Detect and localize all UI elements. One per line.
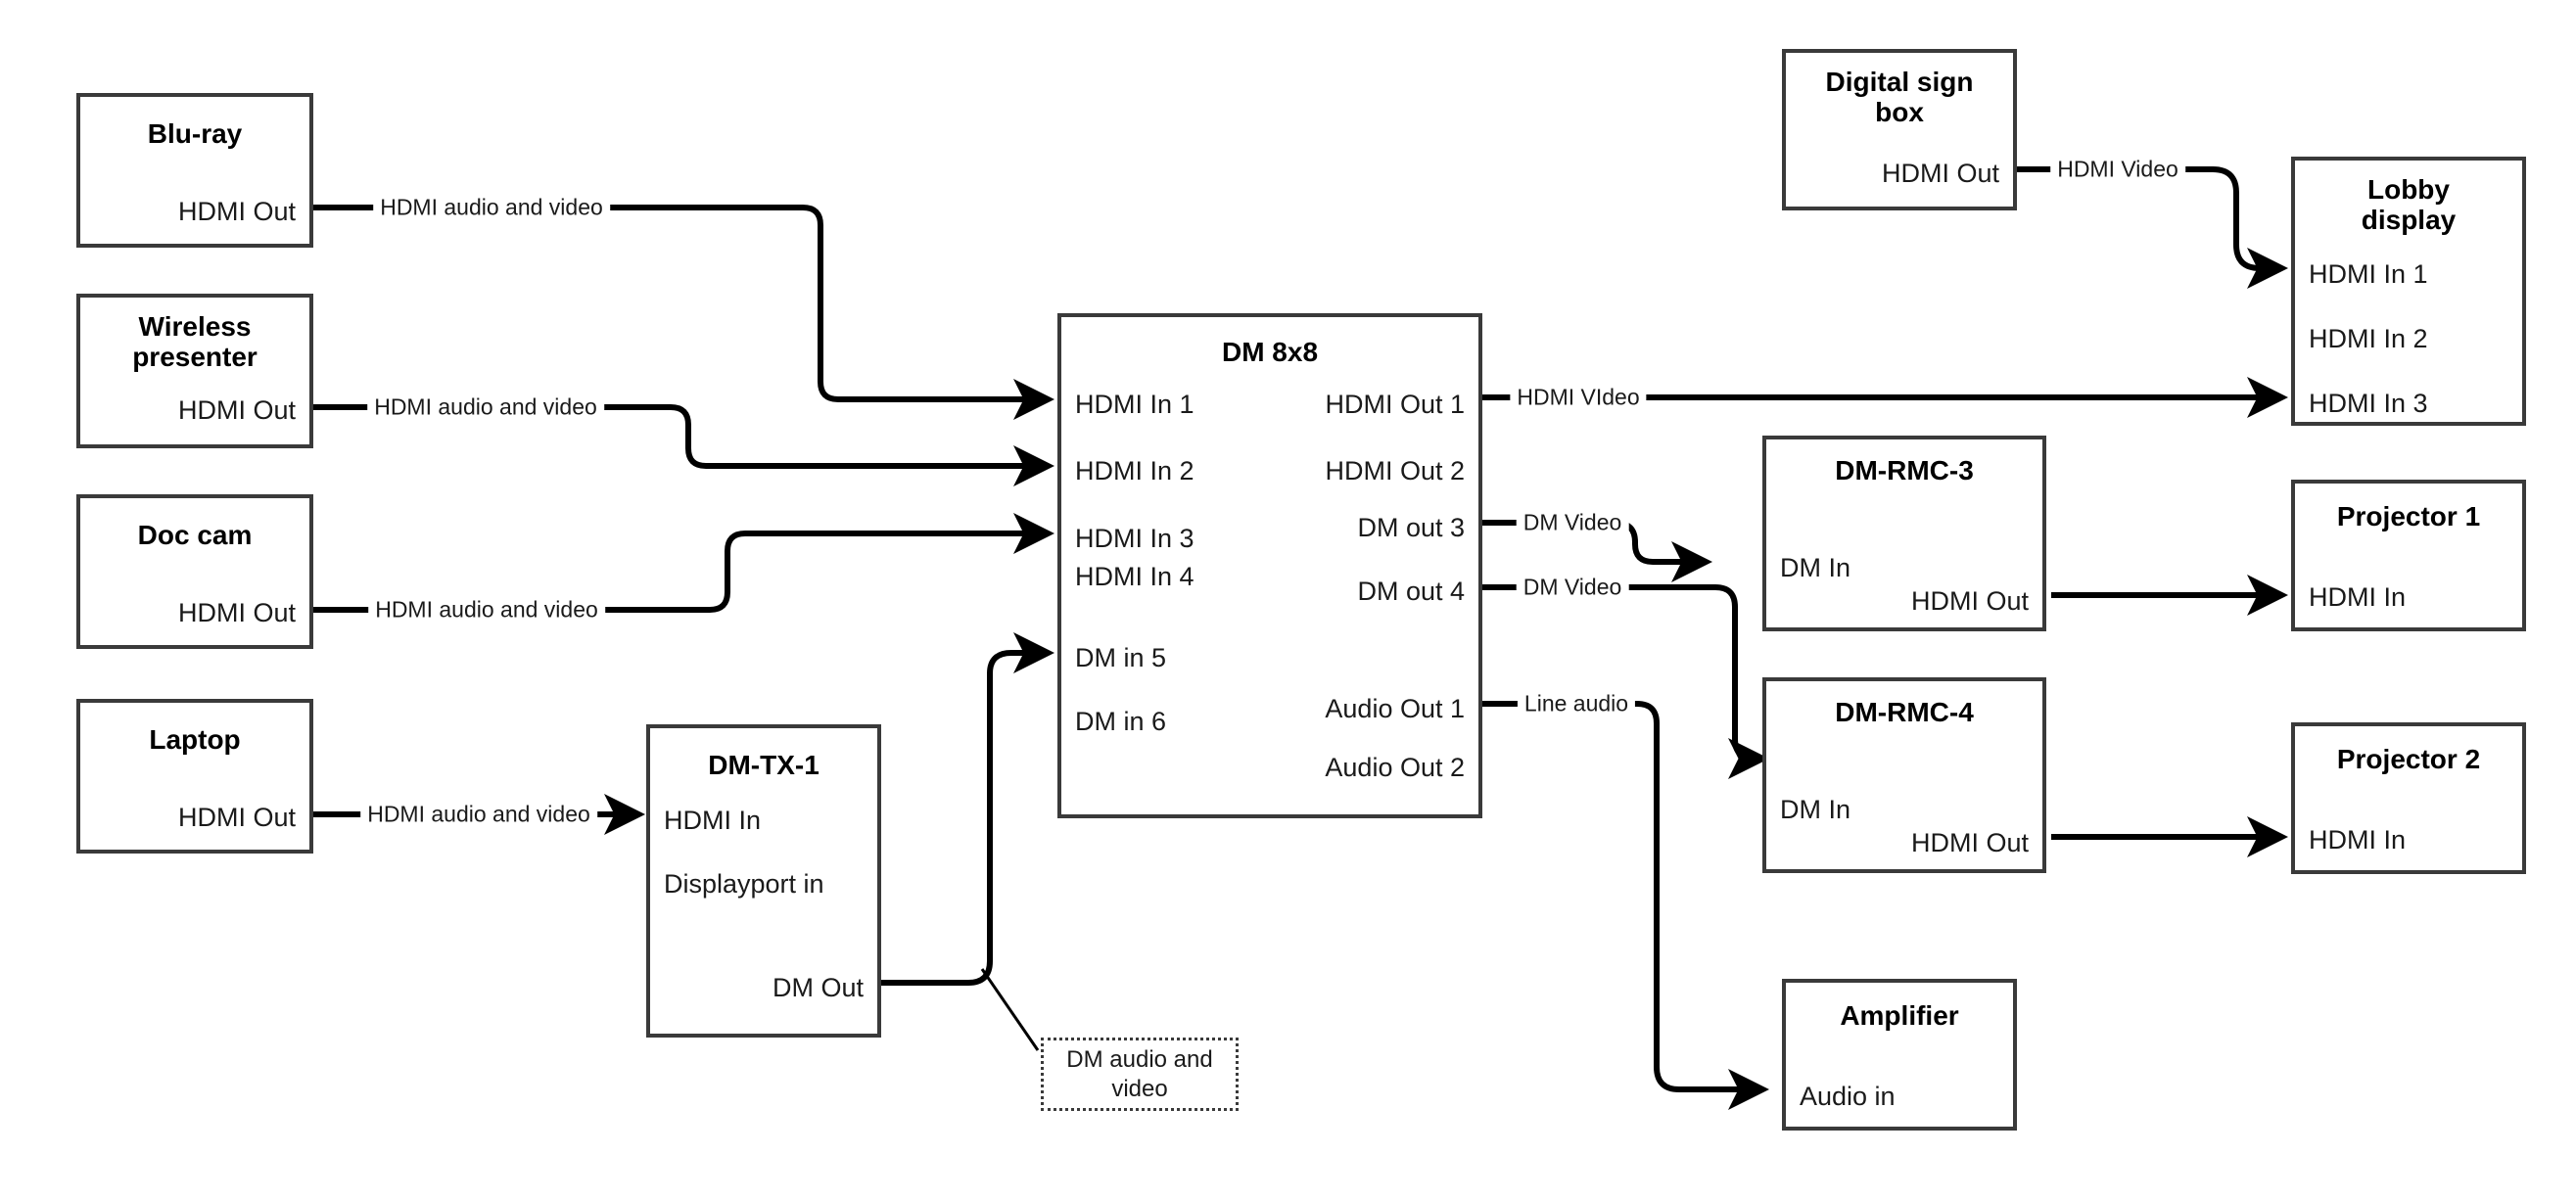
node-dm-8x8-input-hdmi-in-2: HDMI In 2	[1075, 456, 1194, 485]
node-dm-rmc-3-port-hdmi-out: HDMI Out	[1910, 586, 2029, 616]
node-bluray-port-hdmi-out: HDMI Out	[177, 197, 296, 226]
node-dm-tx-1-port-displayport-in: Displayport in	[664, 869, 824, 899]
node-dm-rmc-4[interactable]: DM-RMC-4 DM In HDMI Out	[1762, 677, 2046, 873]
edge-label-digitalsign-hdmi-video: HDMI Video	[2050, 156, 2185, 183]
edge-label-dm8x8-hdmi-video: HDMI VIdeo	[1510, 384, 1647, 411]
node-wireless-presenter-port-hdmi-out: HDMI Out	[177, 395, 296, 425]
node-amplifier-title: Amplifier	[1840, 1000, 1959, 1031]
edge-label-laptop-hdmi: HDMI audio and video	[360, 801, 597, 828]
node-laptop-port-hdmi-out: HDMI Out	[177, 803, 296, 832]
node-lobby-display-title: Lobby display	[2361, 174, 2457, 236]
node-digital-sign-box[interactable]: Digital sign box HDMI Out	[1782, 49, 2017, 210]
edge-label-line-audio: Line audio	[1517, 690, 1636, 717]
node-digital-sign-box-title: Digital sign box	[1825, 67, 1974, 128]
node-doc-cam[interactable]: Doc cam HDMI Out	[76, 494, 313, 649]
node-doc-cam-port-hdmi-out: HDMI Out	[177, 598, 296, 627]
edge-wireless-to-dm8x8	[313, 404, 1054, 486]
edge-doccam-to-dm8x8	[313, 513, 1054, 613]
node-lobby-display-port-hdmi-in-3: HDMI In 3	[2309, 389, 2428, 418]
edge-bluray-to-dm8x8	[313, 205, 1054, 420]
node-dm-rmc-4-title: DM-RMC-4	[1835, 697, 1974, 727]
node-amplifier-port-audio-in: Audio in	[1800, 1082, 1896, 1111]
node-laptop-title: Laptop	[149, 724, 241, 755]
node-dm-rmc-4-port-dm-in: DM In	[1780, 795, 1851, 824]
node-projector-1[interactable]: Projector 1 HDMI In	[2291, 480, 2526, 631]
node-dm-tx-1-title: DM-TX-1	[708, 750, 820, 780]
node-dm-8x8-input-hdmi-in-1: HDMI In 1	[1075, 390, 1194, 419]
node-bluray-title: Blu-ray	[147, 118, 243, 149]
node-dm-8x8-output-audio-out-2: Audio Out 2	[1325, 753, 1465, 782]
node-dm-8x8-input-dm-in-5: DM in 5	[1075, 643, 1167, 672]
node-dm-8x8-input-dm-in-6: DM in 6	[1075, 707, 1167, 736]
node-projector-2[interactable]: Projector 2 HDMI In	[2291, 722, 2526, 874]
callout-dm-audio-and-video: DM audio and video	[1041, 1038, 1239, 1111]
edge-label-doccam-hdmi: HDMI audio and video	[368, 596, 605, 624]
node-dm-rmc-3-port-dm-in: DM In	[1780, 553, 1851, 582]
node-dm-8x8-output-dm-out-4: DM out 4	[1357, 577, 1465, 606]
node-dm-8x8-output-audio-out-1: Audio Out 1	[1325, 694, 1465, 723]
node-dm-rmc-3[interactable]: DM-RMC-3 DM In HDMI Out	[1762, 436, 2046, 631]
node-lobby-display-port-hdmi-in-2: HDMI In 2	[2309, 324, 2428, 353]
edge-dmtx1-to-dm8x8	[881, 632, 1054, 986]
node-dm-8x8-input-hdmi-in-4: HDMI In 4	[1075, 562, 1194, 591]
node-dm-8x8-title: DM 8x8	[1221, 337, 1319, 367]
edge-digitalsign-to-lobby	[2017, 166, 2288, 289]
node-dm-8x8-output-dm-out-3: DM out 3	[1357, 513, 1465, 542]
node-digital-sign-box-port-hdmi-out: HDMI Out	[1881, 159, 1999, 188]
node-dm-8x8-input-hdmi-in-3: HDMI In 3	[1075, 524, 1194, 553]
node-laptop[interactable]: Laptop HDMI Out	[76, 699, 313, 854]
edge-dm8x8-to-amplifier	[1482, 701, 1769, 1110]
node-projector-2-title: Projector 2	[2336, 744, 2481, 774]
callout-leader-line	[980, 968, 1040, 1051]
node-dm-tx-1-port-dm-out: DM Out	[772, 973, 864, 1002]
node-lobby-display[interactable]: Lobby display HDMI In 1 HDMI In 2 HDMI I…	[2291, 157, 2526, 426]
node-wireless-presenter-title: Wireless presenter	[132, 311, 258, 373]
node-dm-rmc-4-port-hdmi-out: HDMI Out	[1910, 828, 2029, 857]
node-dm-8x8-output-hdmi-out-2: HDMI Out 2	[1325, 456, 1465, 485]
node-dm-tx-1-port-hdmi-in: HDMI In	[664, 806, 762, 835]
node-amplifier[interactable]: Amplifier Audio in	[1782, 979, 2017, 1131]
node-wireless-presenter[interactable]: Wireless presenter HDMI Out	[76, 294, 313, 448]
node-dm-8x8[interactable]: DM 8x8 HDMI In 1 HDMI In 2 HDMI In 3 HDM…	[1057, 313, 1482, 818]
edge-dm8x8-to-dmrmc4	[1482, 584, 1769, 779]
node-doc-cam-title: Doc cam	[137, 520, 253, 550]
node-bluray[interactable]: Blu-ray HDMI Out	[76, 93, 313, 248]
node-dm-tx-1[interactable]: DM-TX-1 HDMI In Displayport in DM Out	[646, 724, 881, 1038]
edge-label-dm-out-3-video: DM Video	[1516, 509, 1629, 536]
edge-label-bluray-hdmi: HDMI audio and video	[373, 194, 610, 221]
node-dm-rmc-3-title: DM-RMC-3	[1835, 455, 1974, 485]
node-projector-1-port-hdmi-in: HDMI In	[2309, 582, 2407, 612]
node-dm-8x8-output-hdmi-out-1: HDMI Out 1	[1325, 390, 1465, 419]
node-projector-1-title: Projector 1	[2336, 501, 2481, 531]
edge-label-dm-out-4-video: DM Video	[1516, 574, 1629, 601]
node-lobby-display-port-hdmi-in-1: HDMI In 1	[2309, 259, 2428, 289]
edge-label-wireless-hdmi: HDMI audio and video	[367, 393, 604, 421]
node-projector-2-port-hdmi-in: HDMI In	[2309, 825, 2407, 855]
